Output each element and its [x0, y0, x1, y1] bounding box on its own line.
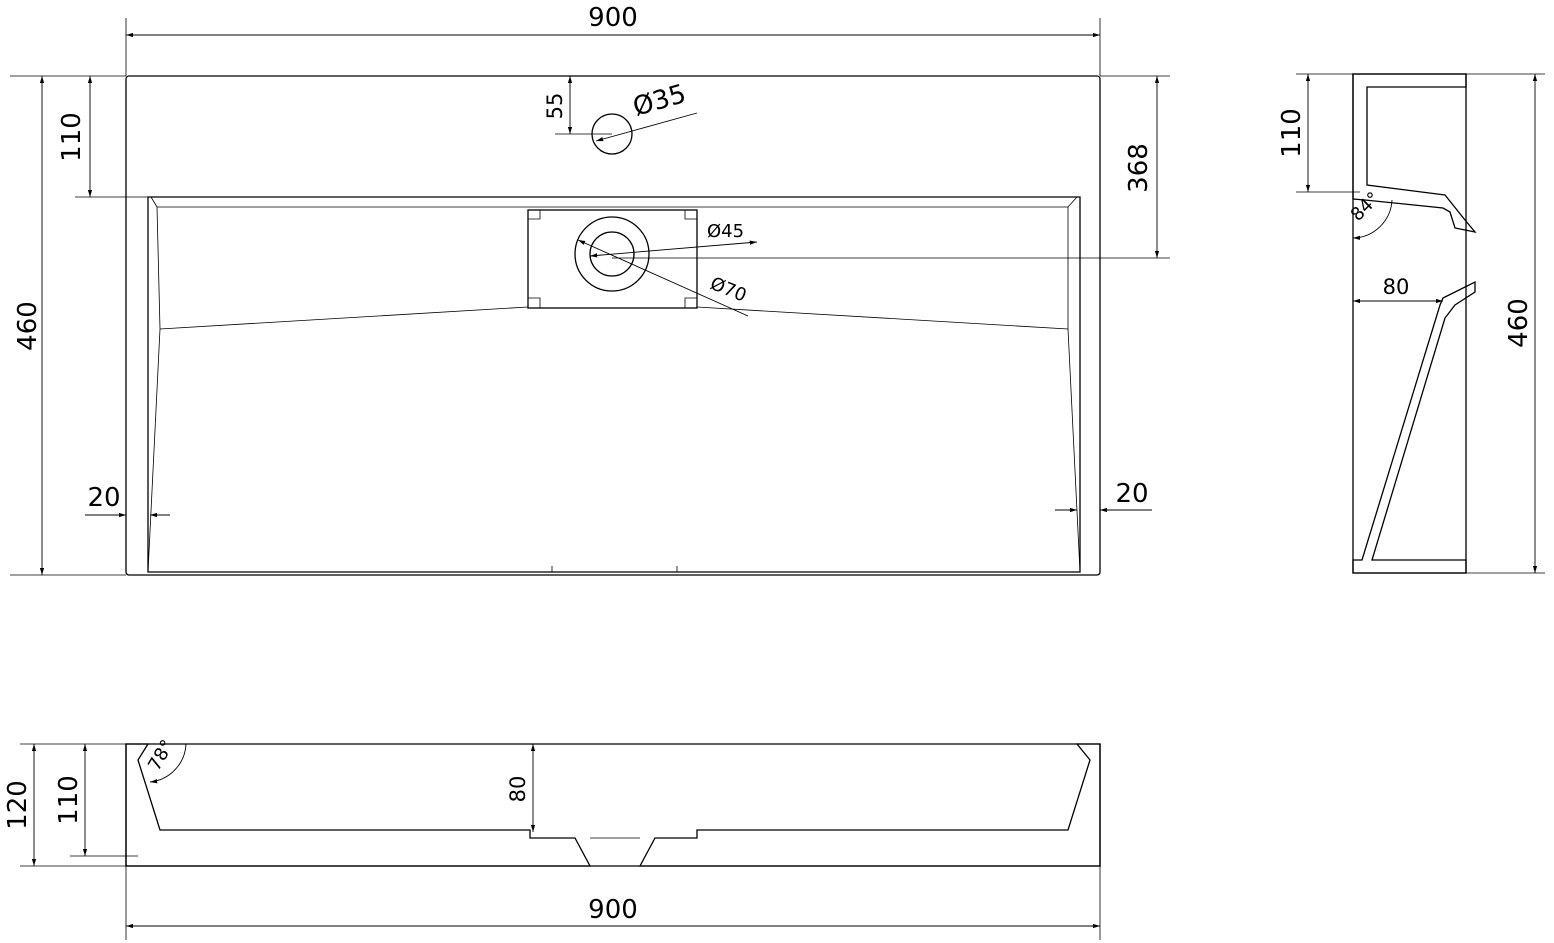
top-view: 900 460 110 55 Ø35 368 Ø45 Ø70 20 20: [10, 3, 1170, 576]
side-outline: [1352, 73, 1467, 574]
front-inner-dimension: 110: [54, 775, 84, 825]
ledge-dimension: 110: [57, 112, 87, 162]
side-depth-dimension: 80: [1383, 275, 1410, 299]
front-depth-dimension: 80: [506, 776, 530, 803]
tap-hole-dimension: Ø35: [630, 79, 690, 123]
basin-bowl: [147, 196, 1081, 573]
front-section: 120 110 78° 80 900: [3, 736, 1101, 940]
side-ledge-dimension: 110: [1277, 108, 1307, 158]
side-view: 110 84° 80 460: [1277, 73, 1545, 574]
drain-outer-dimension: Ø70: [707, 273, 749, 306]
front-angle-label: 78°: [144, 736, 178, 774]
left-wall-dimension: 20: [87, 483, 120, 513]
drain-inner-dimension: Ø45: [707, 221, 744, 242]
front-width-dimension: 900: [588, 895, 638, 925]
right-wall-dimension: 20: [1115, 479, 1148, 509]
width-dimension: 900: [588, 3, 638, 33]
drain-offset-dimension: 368: [1124, 143, 1154, 193]
side-total-dimension: 460: [1504, 298, 1534, 348]
front-height-dimension: 120: [3, 780, 33, 830]
side-angle-label: 84°: [1347, 188, 1384, 225]
tap-offset-dimension: 55: [543, 93, 567, 120]
depth-dimension: 460: [13, 301, 43, 351]
drain-plate: [527, 209, 698, 309]
basin-outline: [125, 75, 1101, 576]
section-outline: [125, 743, 1101, 867]
